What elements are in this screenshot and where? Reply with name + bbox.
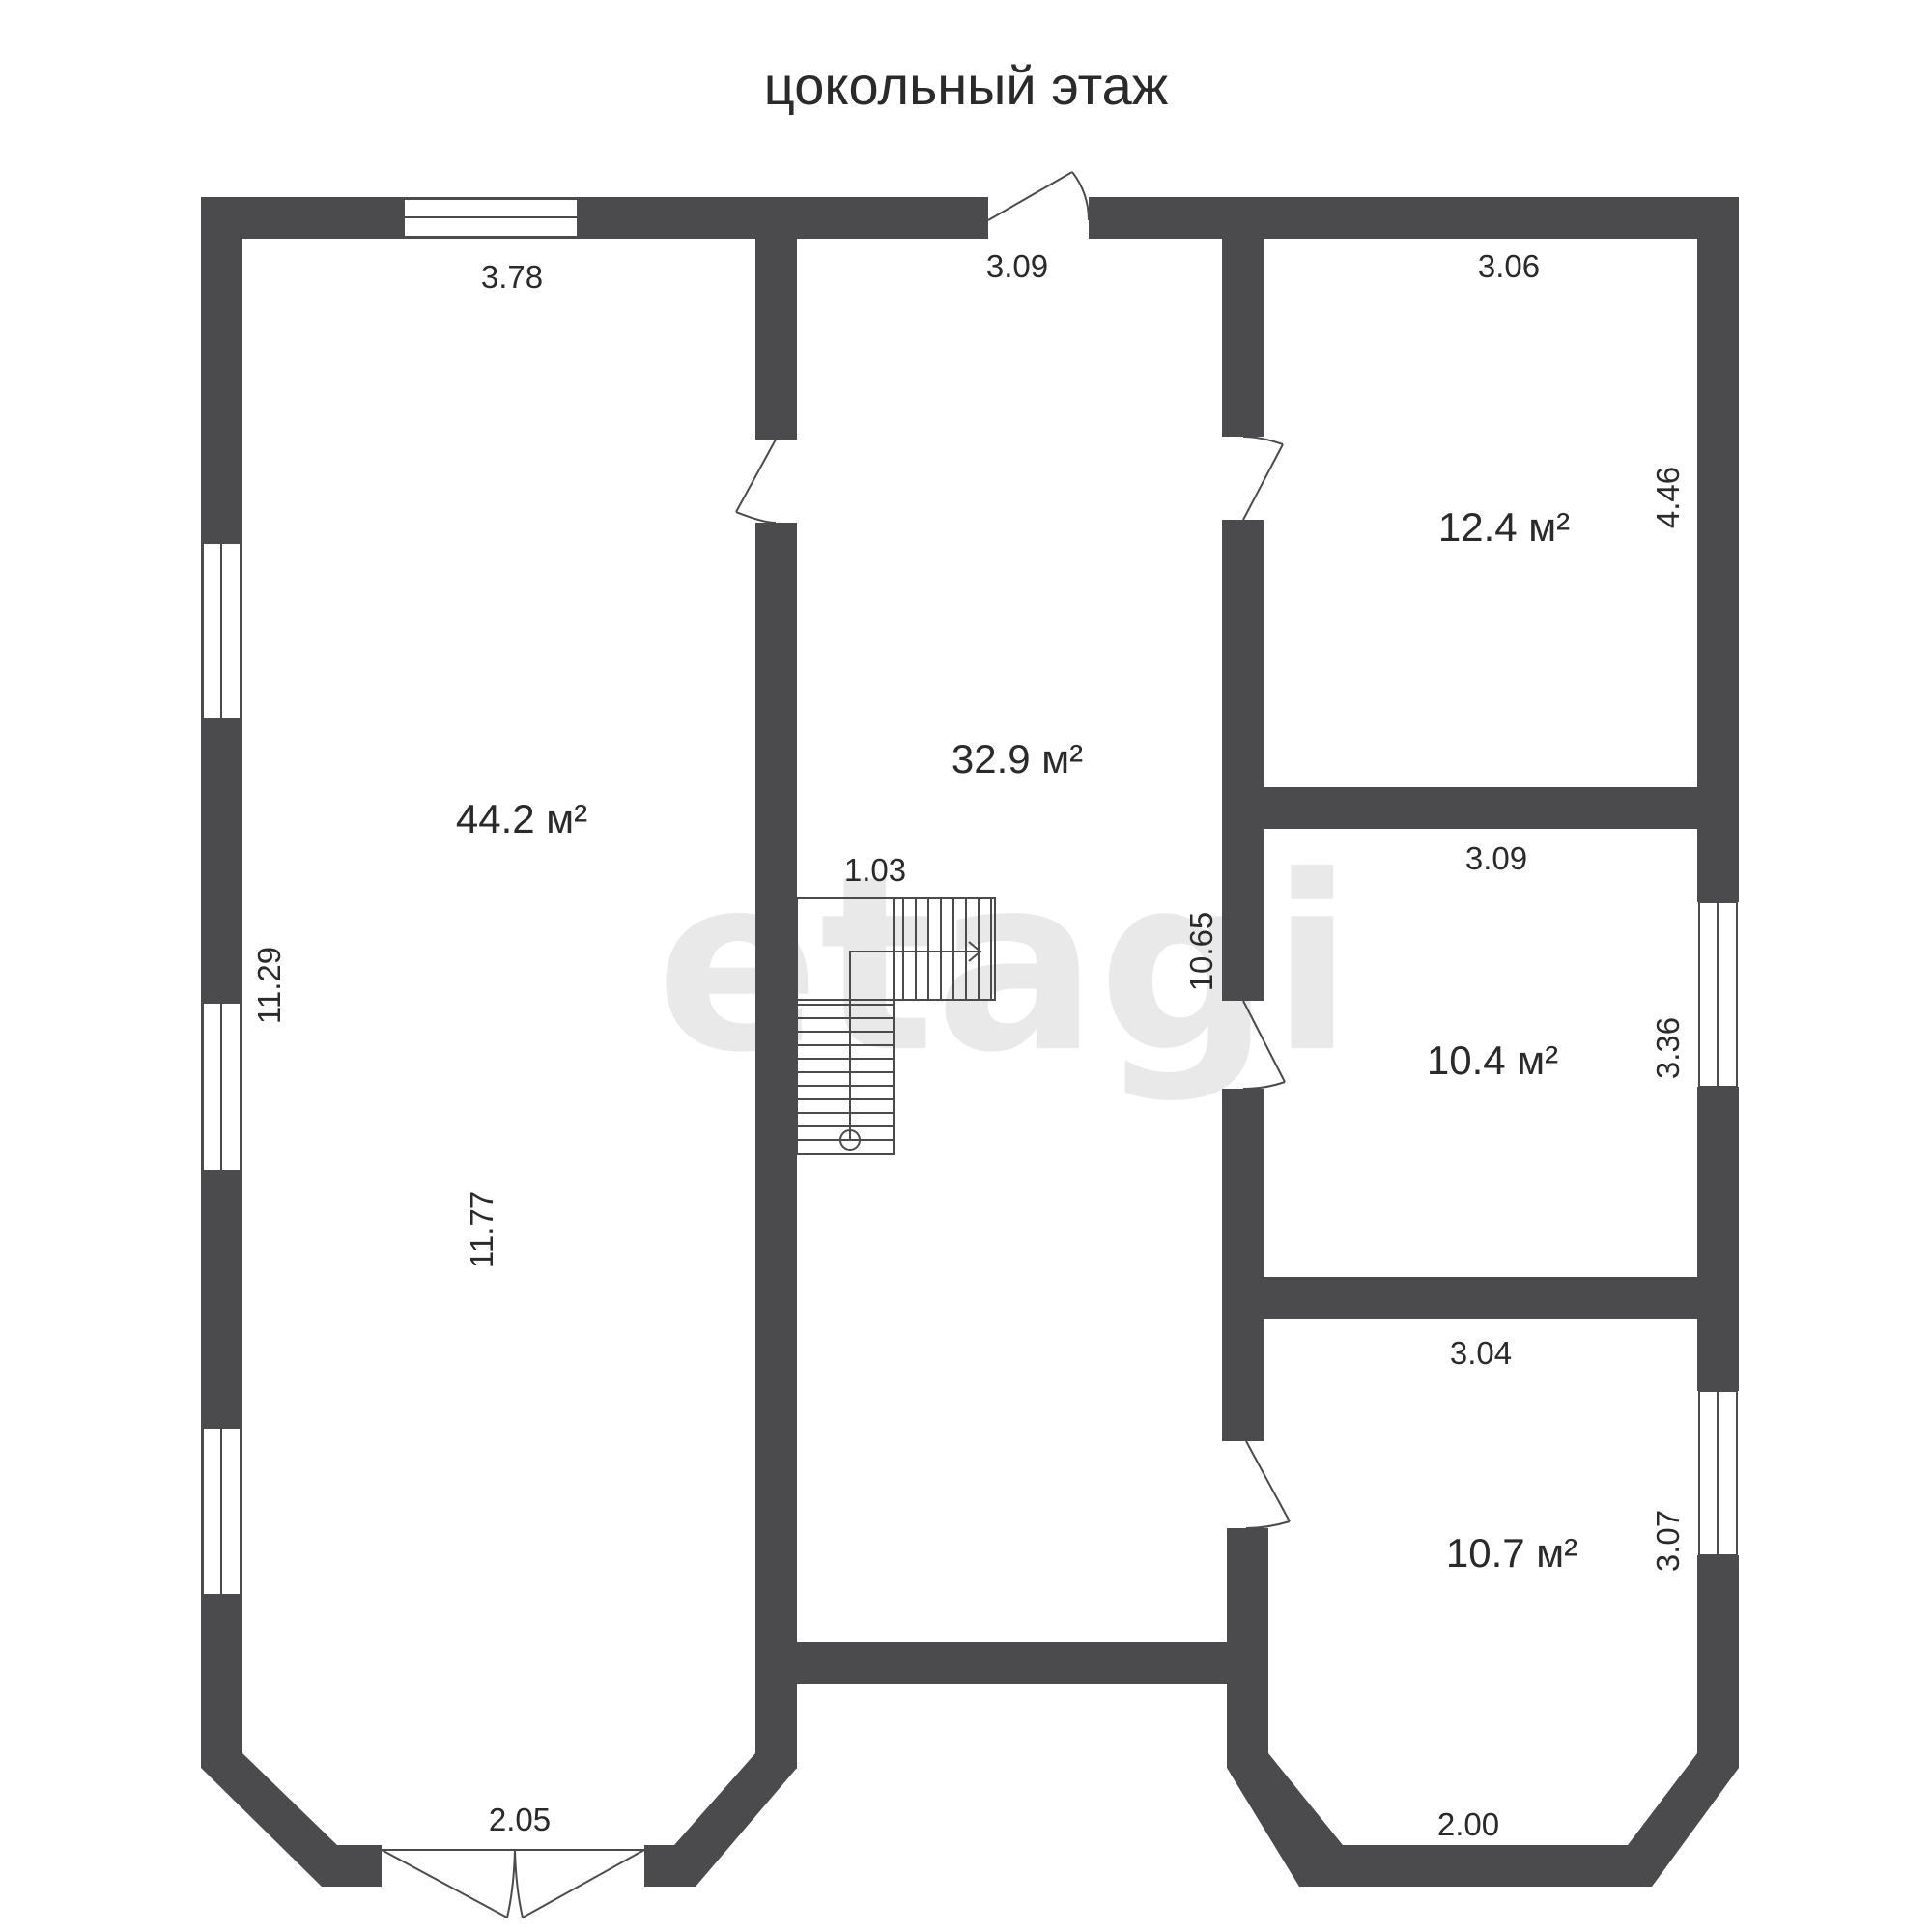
- wall-partition-b: [755, 523, 797, 1769]
- wall-partition-c: [1222, 239, 1264, 437]
- door-rt-leaf: [1242, 443, 1284, 521]
- dim-hall-side: 10.65: [1183, 912, 1219, 992]
- area-room-big-left: 44.2 м²: [456, 796, 587, 841]
- door-left-room-arc: [735, 511, 777, 524]
- dim-hall-top: 3.09: [986, 248, 1048, 284]
- door-left-room-leaf: [735, 439, 777, 513]
- door-rb-leaf: [1245, 1440, 1291, 1522]
- door-bottom-leaf-right: [522, 1849, 645, 1918]
- stair-walk-line: [849, 951, 980, 1140]
- dim-left-side: 11.29: [251, 947, 287, 1024]
- wall-right-b: [1697, 1087, 1739, 1391]
- wall-left-bay-bl: [201, 1753, 382, 1887]
- dim-left-bottom: 2.05: [489, 1802, 551, 1837]
- door-bottom-arc-left: [506, 1849, 516, 1918]
- wall-right-a: [1697, 197, 1739, 902]
- windows: [202, 198, 1738, 1596]
- dim-rm-top: 3.09: [1465, 840, 1527, 876]
- door-rb-arc: [1245, 1520, 1291, 1529]
- door-bottom-arc-right: [514, 1849, 524, 1918]
- area-room-hall: 32.9 м²: [952, 736, 1083, 781]
- wall-divider-1: [1264, 787, 1697, 829]
- door-bottom-leaf-left: [381, 1849, 508, 1918]
- dim-rm-side: 3.36: [1650, 1017, 1686, 1079]
- door-rm-arc: [1242, 1081, 1286, 1090]
- wall-hall-bottom: [797, 1642, 1232, 1684]
- dim-rb-top: 3.04: [1450, 1335, 1512, 1371]
- plan-title: цокольный этаж: [764, 55, 1169, 116]
- wall-left-bay-br: [644, 1753, 797, 1887]
- wall-partition-d: [1222, 520, 1264, 1001]
- dim-left-inner: 11.77: [464, 1191, 499, 1268]
- stair-treads: [797, 898, 992, 1141]
- dim-rt-top: 3.06: [1478, 248, 1540, 284]
- wall-partition-a: [755, 239, 797, 440]
- wall-right-bay: [1227, 1753, 1739, 1887]
- dim-rb-side: 3.07: [1650, 1510, 1686, 1572]
- walls: [201, 197, 1739, 1887]
- door-rt-arc: [1242, 436, 1284, 445]
- dim-left-top: 3.78: [481, 259, 543, 295]
- wall-partition-e: [1222, 1089, 1264, 1441]
- doors: [381, 171, 1291, 1918]
- wall-partition-f: [1227, 1528, 1268, 1758]
- dim-rb-bottom: 2.00: [1437, 1806, 1499, 1842]
- staircase: [796, 897, 996, 1155]
- area-room-right-bottom: 10.7 м²: [1446, 1530, 1577, 1576]
- area-room-right-top: 12.4 м²: [1438, 504, 1570, 550]
- dim-rt-side: 4.46: [1650, 467, 1686, 528]
- wall-top-left: [201, 197, 988, 239]
- dim-stair: 1.03: [844, 852, 906, 888]
- door-rm-leaf: [1242, 1000, 1286, 1083]
- area-room-right-middle: 10.4 м²: [1427, 1037, 1558, 1083]
- stair-upper-flight: [796, 897, 996, 1001]
- wall-divider-2: [1264, 1277, 1697, 1319]
- door-entrance-arc: [1071, 171, 1090, 221]
- wall-top-right: [1089, 197, 1739, 239]
- door-entrance-leaf: [987, 171, 1073, 221]
- stair-arrow: [968, 941, 982, 962]
- wall-right-c: [1697, 1555, 1739, 1763]
